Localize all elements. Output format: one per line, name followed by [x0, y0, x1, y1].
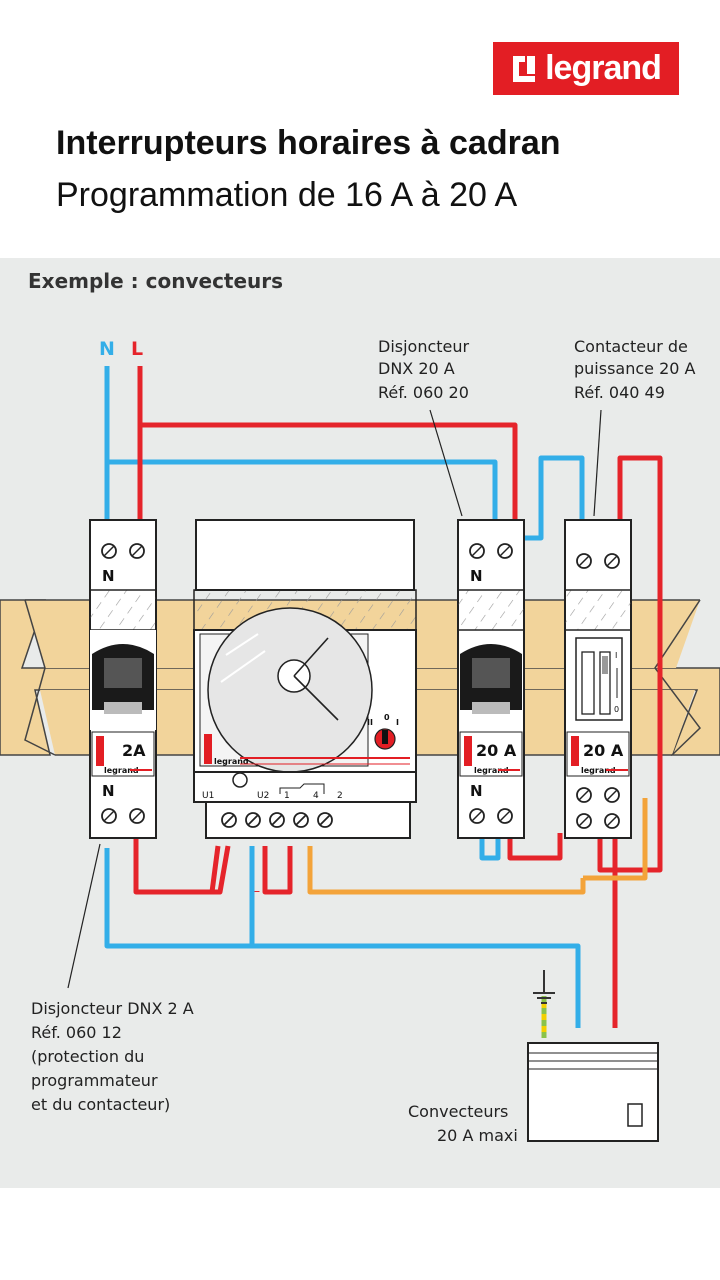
- callout-breaker-2a-line-5: et du contacteur): [31, 1095, 170, 1114]
- timer-switch-mark-1: I: [396, 718, 399, 727]
- contactor-scale-mark-1: I: [615, 651, 617, 660]
- breaker-2a-rating: 2A: [122, 741, 146, 760]
- callout-breaker-2a-line-1: Disjoncteur DNX 2 A: [31, 999, 194, 1018]
- callout-breaker-20a: Disjoncteur DNX 20 A Réf. 060 20: [378, 337, 470, 517]
- live-label: L: [131, 338, 143, 360]
- wiring-diagram-panel: Exemple : convecteurs N L: [0, 258, 720, 1188]
- breaker-20a-rating: 20 A: [476, 741, 517, 760]
- callout-contactor: Contacteur de puissance 20 A Réf. 040 49: [574, 337, 696, 517]
- neutral-label: N: [99, 338, 115, 360]
- callout-convector-line-2: 20 A maxi: [437, 1126, 518, 1145]
- timer-switch-mark-2: II: [367, 718, 373, 727]
- page-title: Interrupteurs horaires à cadran: [56, 124, 561, 162]
- convector-heater: [527, 1042, 659, 1142]
- callout-contactor-line-2: puissance 20 A: [574, 359, 696, 378]
- timer-terminal-4: 4: [313, 791, 319, 801]
- contactor-module: I 0 20 A legrand: [564, 519, 632, 839]
- callout-convector-line-1: Convecteurs: [408, 1102, 508, 1121]
- callout-contactor-line-1: Contacteur de: [574, 337, 688, 356]
- legrand-mark-icon: [513, 55, 536, 82]
- timer-terminal-2: 2: [337, 791, 343, 801]
- control-wires: [307, 798, 648, 895]
- callout-breaker-2a-line-3: (protection du: [31, 1047, 144, 1066]
- callout-convector: Convecteurs 20 A maxi: [408, 1102, 518, 1145]
- callout-breaker-2a: Disjoncteur DNX 2 A Réf. 060 12 (protect…: [31, 843, 194, 1114]
- contactor-rating: 20 A: [583, 741, 624, 760]
- callout-breaker-20a-line-1: Disjoncteur: [378, 337, 470, 356]
- breaker-2a-top-terminal: N: [102, 567, 115, 585]
- timer-terminal-1: 1: [284, 791, 290, 801]
- callout-breaker-20a-line-2: DNX 20 A: [378, 359, 455, 378]
- wiring-diagram: Exemple : convecteurs N L: [0, 269, 720, 1145]
- breaker-20a-bottom-terminal: N: [470, 782, 483, 800]
- callout-breaker-20a-line-3: Réf. 060 20: [378, 383, 469, 402]
- timer-module: legrand II 0 I U1 U2 1 4 2: [193, 519, 417, 839]
- callout-breaker-2a-line-4: programmateur: [31, 1071, 158, 1090]
- timer-terminal-u2: U2: [257, 791, 269, 801]
- page-subtitle: Programmation de 16 A à 20 A: [56, 176, 518, 214]
- legrand-logo: legrand: [493, 42, 679, 95]
- breaker-2a-brand: legrand: [104, 766, 139, 775]
- breaker-20a-module: N 20 A legrand N: [457, 519, 525, 839]
- legrand-logo-text: legrand: [545, 49, 662, 87]
- live-wires: [133, 366, 663, 1028]
- breaker-20a-brand: legrand: [474, 766, 509, 775]
- callout-breaker-2a-line-2: Réf. 060 12: [31, 1023, 122, 1042]
- breaker-2a-module: N 2A legrand N: [89, 519, 157, 839]
- timer-switch-mark-0: 0: [384, 713, 390, 722]
- earth-icon: [533, 970, 555, 1004]
- contactor-scale-mark-0: 0: [614, 705, 619, 714]
- contactor-brand: legrand: [581, 766, 616, 775]
- example-label: Exemple : convecteurs: [28, 269, 283, 293]
- breaker-20a-top-terminal: N: [470, 567, 483, 585]
- timer-terminal-u1: U1: [202, 791, 214, 801]
- callout-contactor-line-3: Réf. 040 49: [574, 383, 665, 402]
- timer-brand: legrand: [214, 757, 249, 766]
- breaker-2a-bottom-terminal: N: [102, 782, 115, 800]
